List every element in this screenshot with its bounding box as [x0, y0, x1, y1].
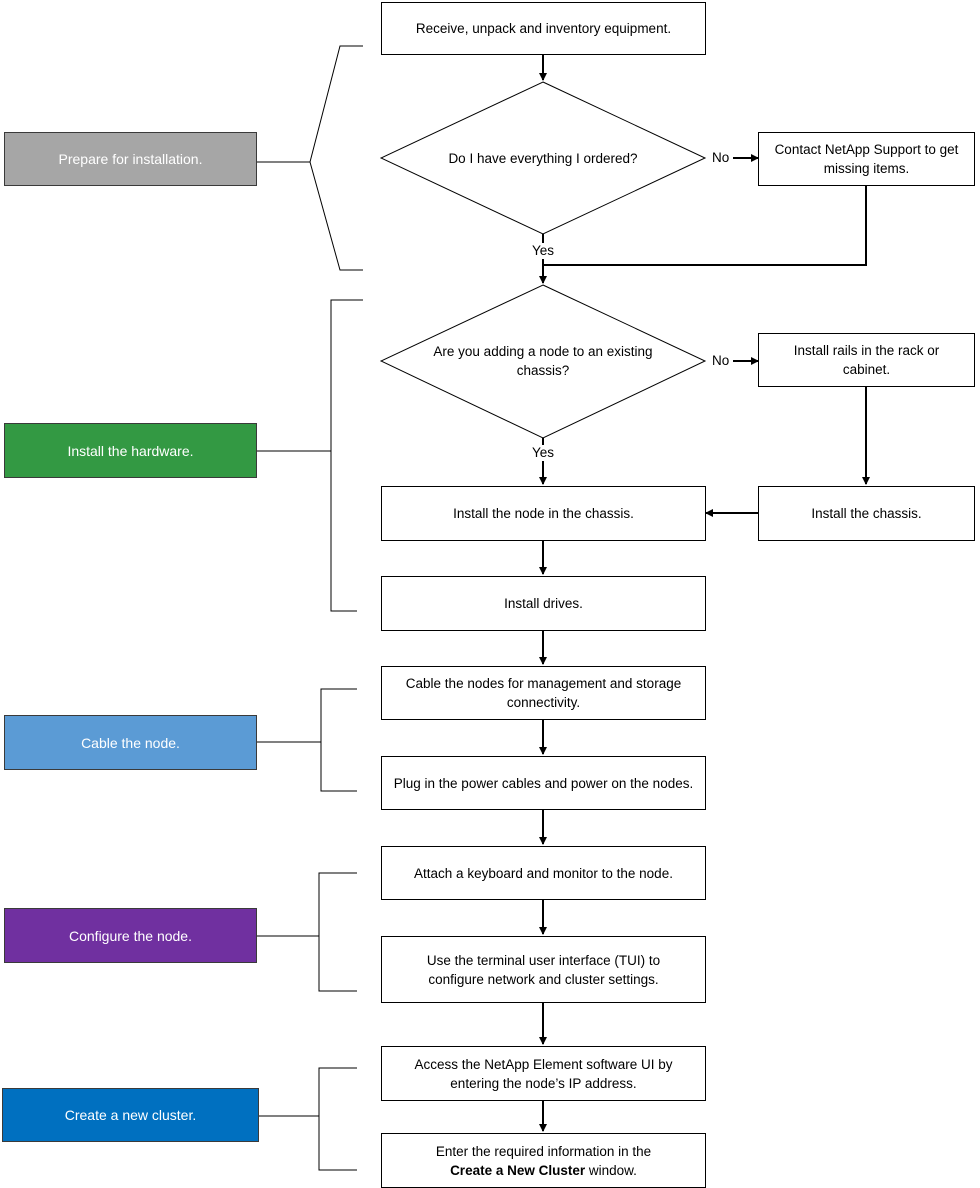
step-install-rails: Install rails in the rack or cabinet. [758, 333, 975, 387]
step-access-ui: Access the NetApp Element software UI by… [381, 1046, 706, 1101]
phase-prepare: Prepare for installation. [4, 132, 257, 186]
decision-have-everything [379, 81, 707, 235]
phase-configure-node: Configure the node. [4, 908, 257, 963]
enter-info-bold: Create a New Cluster [450, 1162, 586, 1178]
enter-info-suffix: window. [588, 1162, 637, 1178]
step-receive: Receive, unpack and inventory equipment. [381, 2, 706, 55]
step-plug-power: Plug in the power cables and power on th… [381, 756, 706, 810]
decision-adding-node [379, 284, 707, 439]
label-no-2: No [711, 353, 731, 369]
enter-info-line1: Enter the required information in the [435, 1143, 652, 1159]
step-use-tui: Use the terminal user interface (TUI) to… [381, 936, 706, 1003]
bracket-hardware [257, 299, 363, 612]
label-yes-1: Yes [531, 243, 556, 259]
arrow-contact-to-merge [543, 185, 867, 266]
bracket-prepare [257, 45, 363, 271]
decision-have-everything-text: Do I have everything I ordered? [448, 151, 638, 166]
step-attach-keyboard: Attach a keyboard and monitor to the nod… [381, 846, 706, 900]
label-yes-2: Yes [531, 445, 556, 461]
step-contact-support: Contact NetApp Support to get missing it… [758, 132, 975, 186]
step-install-node: Install the node in the chassis. [381, 486, 706, 541]
phase-install-hardware: Install the hardware. [4, 423, 257, 478]
step-install-chassis: Install the chassis. [758, 486, 975, 541]
enter-info-line2: Create a New Cluster window. [450, 1161, 637, 1180]
label-no-1: No [711, 150, 731, 166]
decision-adding-node-text: Are you adding a node to an existing cha… [433, 344, 653, 378]
bracket-configure [257, 872, 357, 992]
bracket-cluster [259, 1067, 357, 1171]
step-cable-nodes: Cable the nodes for management and stora… [381, 666, 706, 720]
phase-create-cluster: Create a new cluster. [2, 1088, 259, 1142]
phase-cable-node: Cable the node. [4, 715, 257, 770]
bracket-cable [257, 688, 357, 792]
step-enter-info: Enter the required information in the Cr… [381, 1133, 706, 1188]
step-install-drives: Install drives. [381, 576, 706, 631]
